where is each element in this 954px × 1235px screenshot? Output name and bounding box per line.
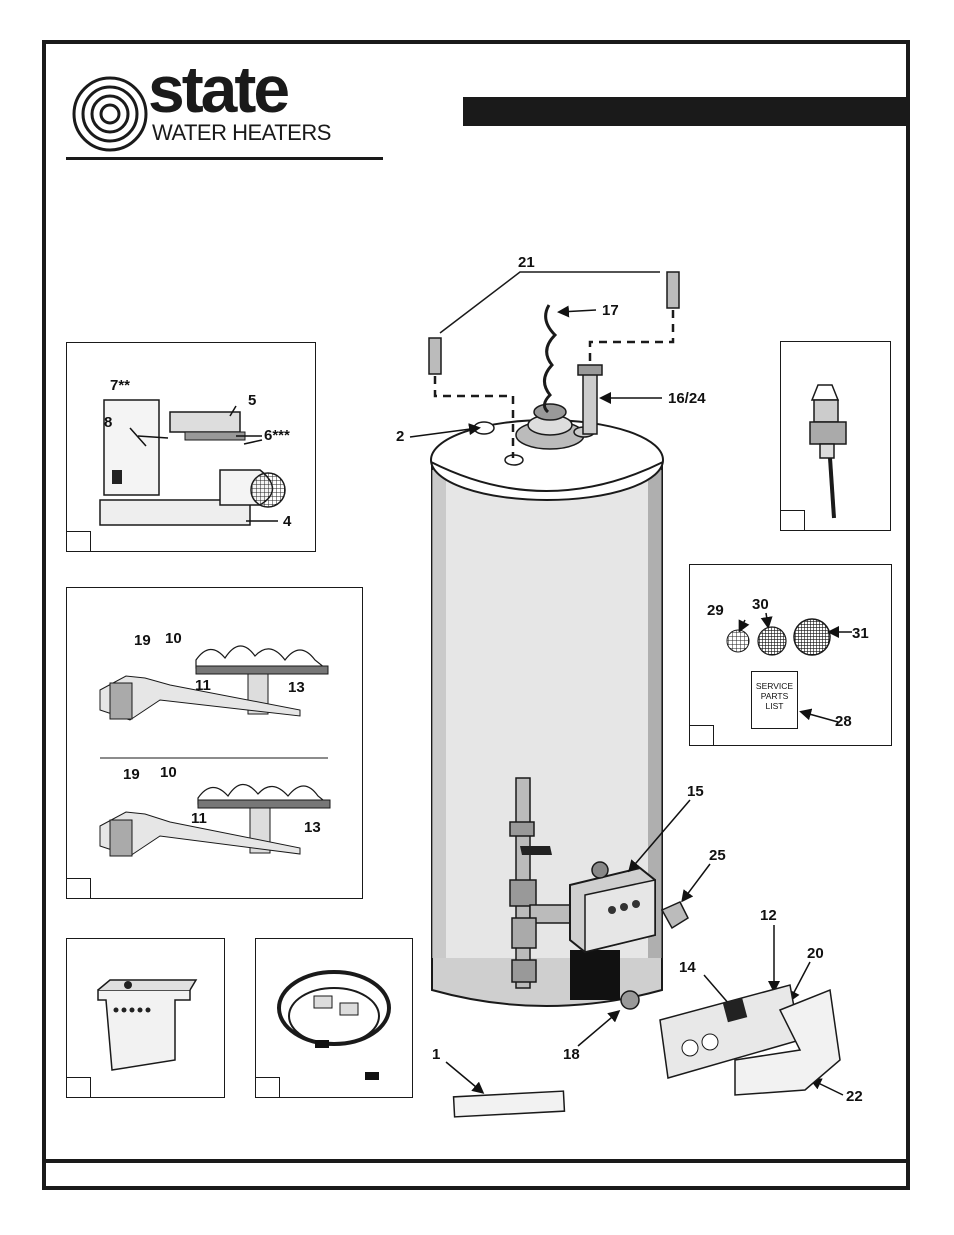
brand-name: state bbox=[148, 52, 290, 126]
callout-18: 18 bbox=[563, 1046, 580, 1063]
callout-10-upper: 10 bbox=[165, 630, 182, 647]
callout-1: 1 bbox=[432, 1046, 441, 1063]
callout-21: 21 bbox=[518, 254, 535, 271]
inset-corner-tab bbox=[256, 1077, 280, 1097]
callout-31: 31 bbox=[852, 625, 869, 642]
air-filter-screens-illustration bbox=[726, 618, 831, 656]
spl-line-3: LIST bbox=[765, 700, 784, 711]
brand-logo: state WATER HEATERS bbox=[66, 56, 386, 160]
water-heater-illustration bbox=[428, 271, 689, 1010]
heat-trap-nipple-icon bbox=[666, 271, 680, 309]
callout-20: 20 bbox=[807, 945, 824, 962]
burner-control-illustration bbox=[99, 399, 286, 526]
callout-17: 17 bbox=[602, 302, 619, 319]
heat-trap-nipple-icon bbox=[428, 337, 442, 375]
state-logo-icon bbox=[72, 76, 148, 152]
relief-valve-illustration bbox=[809, 384, 847, 519]
burner-assembly-illustration bbox=[99, 645, 331, 857]
callout-10-lower: 10 bbox=[160, 764, 177, 781]
callout-7: 7** bbox=[110, 377, 131, 394]
callout-2: 2 bbox=[396, 428, 405, 445]
callout-19-lower: 19 bbox=[123, 766, 140, 783]
logo-underline bbox=[66, 157, 383, 160]
callout-29: 29 bbox=[707, 602, 724, 619]
callout-28: 28 bbox=[835, 713, 852, 730]
callout-13-lower: 13 bbox=[304, 819, 321, 836]
callout-30: 30 bbox=[752, 596, 769, 613]
callout-16-24: 16/24 bbox=[668, 390, 706, 407]
callout-11-upper: 11 bbox=[195, 677, 211, 694]
callout-14: 14 bbox=[679, 959, 696, 976]
spl-line-1: SERVICE bbox=[755, 681, 794, 691]
callout-5: 5 bbox=[248, 392, 257, 409]
callout-25: 25 bbox=[709, 847, 726, 864]
page-frame bbox=[42, 40, 910, 1190]
anode-rod-icon bbox=[543, 304, 558, 414]
spl-line-2: PARTS bbox=[760, 690, 789, 701]
inset-corner-tab bbox=[690, 725, 714, 745]
service-parts-list-card: SERVICE PARTS LIST bbox=[751, 671, 798, 729]
callout-19-upper: 19 bbox=[134, 632, 151, 649]
inset-corner-tab bbox=[67, 531, 91, 551]
callout-13-upper: 13 bbox=[288, 679, 305, 696]
inset-corner-tab bbox=[67, 878, 91, 898]
callout-11-lower: 11 bbox=[191, 810, 207, 827]
callout-22: 22 bbox=[846, 1088, 863, 1105]
leader-lines bbox=[409, 305, 852, 1096]
brand-subtitle: WATER HEATERS bbox=[152, 120, 331, 145]
footer-rule bbox=[42, 1159, 910, 1163]
inset-corner-tab bbox=[67, 1077, 91, 1097]
callout-8: 8 bbox=[104, 414, 113, 431]
callout-15: 15 bbox=[687, 783, 704, 800]
junction-box-illustration bbox=[97, 979, 198, 1071]
access-cover-illustration bbox=[452, 984, 841, 1118]
inset-corner-tab bbox=[781, 510, 805, 530]
title-bar bbox=[463, 97, 910, 126]
callout-4: 4 bbox=[283, 513, 292, 530]
callout-6: 6*** bbox=[264, 427, 290, 444]
callout-12: 12 bbox=[760, 907, 777, 924]
wire-harness-illustration bbox=[277, 970, 391, 1080]
